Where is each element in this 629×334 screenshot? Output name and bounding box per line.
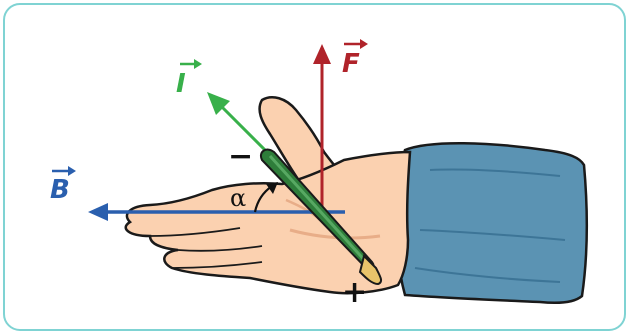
angle-label: α (230, 184, 246, 212)
plus-sign: + (342, 275, 367, 310)
force-label: F (342, 49, 360, 79)
current-label: I (176, 69, 186, 99)
minus-sign: − (228, 139, 253, 174)
sleeve (397, 143, 587, 303)
field-label: B (50, 175, 70, 205)
